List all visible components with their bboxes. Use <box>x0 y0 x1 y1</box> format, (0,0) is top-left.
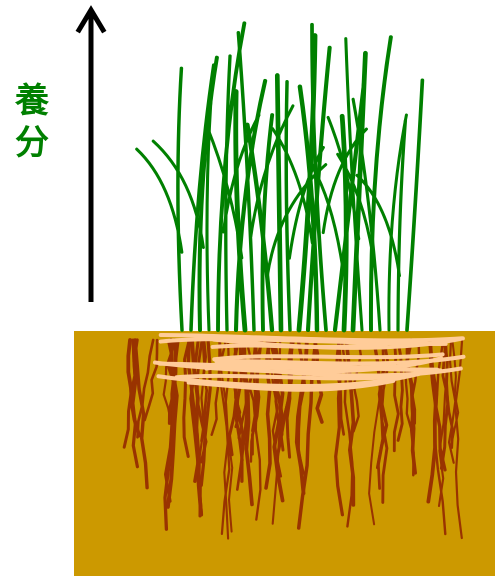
nutrient-label-line2: 分 <box>15 123 49 163</box>
leaf-blade <box>342 116 346 330</box>
grass-plant <box>137 23 423 330</box>
upward-arrow-icon <box>79 10 103 302</box>
leaf-blade <box>286 82 290 330</box>
nutrient-label-line1: 養 <box>15 81 49 121</box>
leaf-blade <box>407 80 422 330</box>
leaf-blade <box>178 68 182 330</box>
leaf-blade <box>277 75 281 330</box>
